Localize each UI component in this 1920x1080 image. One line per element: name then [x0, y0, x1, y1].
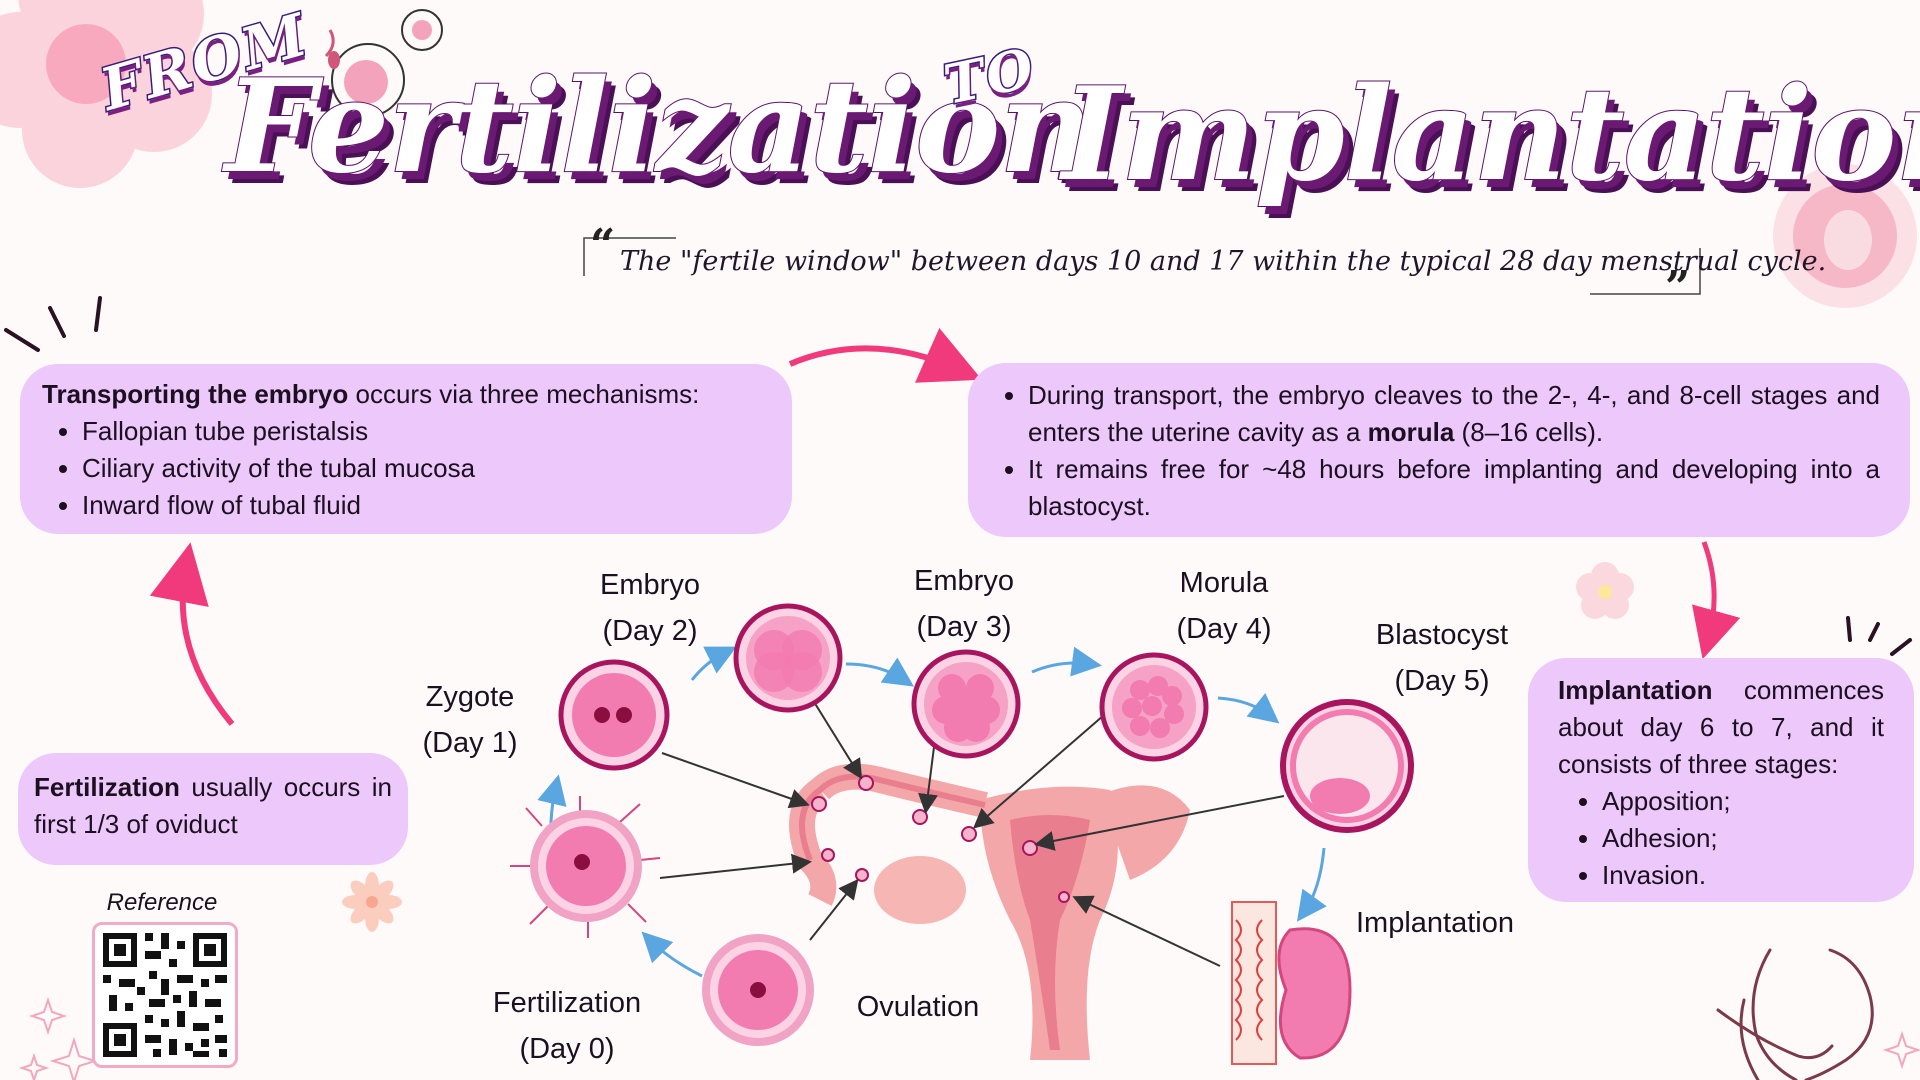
transport-list: Fallopian tube peristalsis Ciliary activ…	[42, 413, 770, 524]
ovulation-egg	[702, 934, 814, 1046]
transport-rest: occurs via three mechanisms:	[348, 379, 700, 409]
label-zygote: Zygote (Day 1)	[410, 674, 530, 766]
list-item: It remains free for ~48 hours before imp…	[1028, 451, 1880, 525]
stage-day: (Day 4)	[1176, 613, 1272, 645]
arrow-to-transport	[149, 542, 235, 726]
fertilization-rest: usually occurs in first 1/3 of oviduct	[34, 772, 392, 839]
sperm-icon	[324, 9, 443, 117]
cleavage-info-box: During transport, the embryo cleaves to …	[968, 363, 1910, 537]
list-item: Ciliary activity of the tubal mucosa	[82, 450, 770, 487]
title-fertilization: Fertilization	[224, 51, 1094, 203]
embryo-day3-cell	[911, 649, 1021, 759]
embryo-day2-cell	[733, 603, 843, 713]
stage-name: Morula	[1179, 567, 1269, 599]
cleavage-text-a: During transport, the embryo cleaves to …	[1028, 380, 1880, 447]
reference-qr-frame[interactable]	[92, 922, 238, 1068]
blastocyst-cell	[1280, 699, 1414, 833]
stage-day: (Day 3)	[916, 611, 1012, 643]
flower-icon	[1576, 562, 1634, 619]
label-embryo-day3: Embryo (Day 3)	[902, 558, 1026, 650]
sparkle-icon	[18, 996, 1920, 1080]
stage-name: Implantation	[1356, 907, 1514, 939]
implantation-list: Apposition; Adhesion; Invasion.	[1558, 783, 1884, 894]
cleavage-list: During transport, the embryo cleaves to …	[998, 377, 1880, 525]
arrow-to-cleavage	[788, 327, 982, 383]
transport-info-box: Transporting the embryo occurs via three…	[20, 364, 792, 534]
label-morula: Morula (Day 4)	[1162, 560, 1286, 652]
list-item: During transport, the embryo cleaves to …	[1028, 377, 1880, 451]
list-item: Inward flow of tubal fluid	[82, 487, 770, 524]
quote-close-mark: ”	[1665, 262, 1691, 313]
cleavage-text-b: (8–16 cells).	[1454, 417, 1604, 447]
reference-label: Reference	[106, 889, 218, 916]
list-item: Invasion.	[1602, 857, 1884, 894]
implantation-bold: Implantation	[1558, 675, 1713, 705]
qr-code-icon	[103, 933, 227, 1057]
quote-open-mark: “	[590, 220, 616, 271]
title-implantation: Implantation	[1061, 59, 1920, 211]
cleavage-morula: morula	[1367, 417, 1455, 447]
stage-day: (Day 0)	[519, 1033, 615, 1065]
accent-strokes	[4, 296, 1912, 656]
implantation-rest: commences about day 6 to 7, and it consi…	[1558, 675, 1884, 779]
label-blastocyst: Blastocyst (Day 5)	[1362, 612, 1522, 704]
list-item: Apposition;	[1602, 783, 1884, 820]
implantation-tissue	[1231, 901, 1352, 1065]
pregnant-silhouette-icon	[1716, 948, 1874, 1080]
stage-name: Embryo	[914, 565, 1014, 597]
label-embryo-day2: Embryo (Day 2)	[590, 562, 710, 654]
morula-cell	[1099, 652, 1209, 762]
uterus-illustration	[789, 763, 1190, 1060]
zygote-cell	[558, 659, 670, 771]
stage-name: Fertilization	[492, 987, 642, 1019]
fetus-icon	[1773, 164, 1917, 308]
stage-name: Embryo	[600, 569, 700, 601]
list-item: Fallopian tube peristalsis	[82, 413, 770, 450]
stage-sequence-arrows	[537, 646, 1327, 978]
fertilization-bold: Fertilization	[34, 772, 180, 802]
transport-bold: Transporting the embryo	[42, 379, 349, 409]
fertilization-egg	[510, 796, 661, 938]
implantation-info-box: Implantation commences about day 6 to 7,…	[1528, 658, 1914, 902]
tube-cells	[811, 775, 1070, 903]
stage-name: Ovulation	[856, 991, 980, 1023]
quote-frame	[583, 237, 1701, 295]
label-implantation: Implantation	[1340, 900, 1530, 946]
stage-name: Zygote	[425, 681, 515, 713]
list-item: Adhesion;	[1602, 820, 1884, 857]
flower-icon	[342, 872, 402, 932]
label-fertilization: Fertilization (Day 0)	[482, 980, 652, 1072]
label-ovulation: Ovulation	[846, 984, 990, 1030]
arrow-to-implantation-box	[1692, 541, 1741, 660]
flower-icon	[0, 0, 212, 188]
fertilization-info-box: Fertilization usually occurs in first 1/…	[18, 753, 408, 865]
stage-day: (Day 5)	[1394, 665, 1490, 697]
stage-day: (Day 1)	[422, 727, 518, 759]
stage-name: Blastocyst	[1375, 619, 1509, 651]
stage-day: (Day 2)	[602, 615, 698, 647]
quote-text: The "fertile window" between days 10 and…	[620, 246, 1827, 277]
